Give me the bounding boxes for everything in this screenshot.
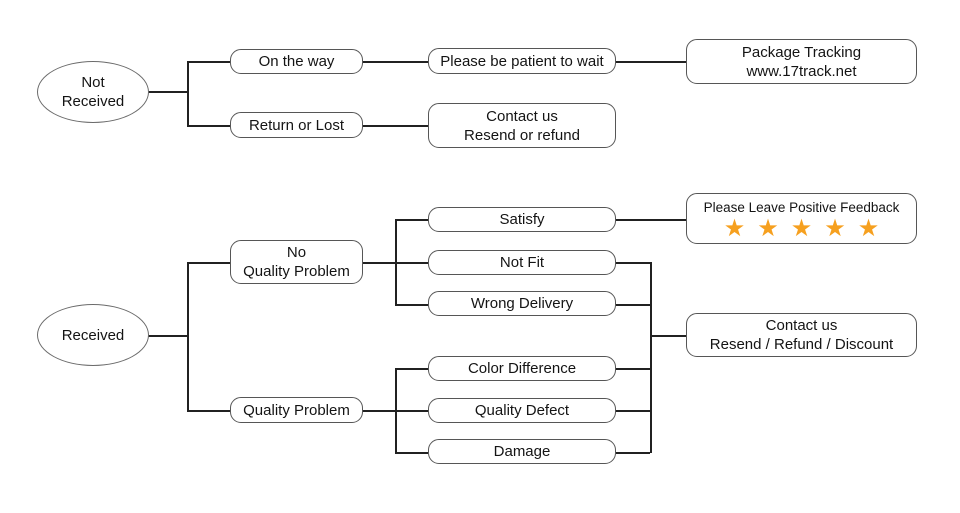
connector-line xyxy=(148,91,187,93)
node-label: On the way xyxy=(258,53,335,70)
node-label: Quality Problem xyxy=(243,401,350,419)
connector-line xyxy=(616,219,686,221)
node-wrong-delivery: Wrong Delivery xyxy=(428,291,616,316)
node-label: Contact us xyxy=(486,107,558,125)
node-no-quality-problem: No Quality Problem xyxy=(230,240,363,284)
node-label: Quality Defect xyxy=(474,402,570,419)
connector-line xyxy=(395,368,428,370)
node-label: Please be patient to wait xyxy=(440,52,604,70)
node-label: Contact us xyxy=(765,317,838,334)
star-icon: ★ xyxy=(857,214,880,242)
star-icon: ★ xyxy=(790,214,813,242)
node-label: Please Leave Positive Feedback xyxy=(703,199,900,215)
connector-line xyxy=(363,125,428,127)
connector-line xyxy=(395,219,428,221)
node-label: No xyxy=(286,244,307,261)
connector-line xyxy=(616,452,650,454)
connector-line xyxy=(616,410,650,412)
connector-line xyxy=(187,410,230,412)
node-label: Received xyxy=(61,93,125,110)
node-quality-problem: Quality Problem xyxy=(230,397,363,423)
node-label: Color Difference xyxy=(467,360,577,377)
connector-line xyxy=(187,262,189,411)
node-return-or-lost: Return or Lost xyxy=(230,112,363,138)
star-rating: ★ ★ ★ ★ ★ xyxy=(723,214,880,242)
connector-line xyxy=(650,335,686,337)
star-icon: ★ xyxy=(824,214,846,242)
node-label: Not xyxy=(81,74,105,91)
node-positive-feedback: Please Leave Positive Feedback ★ ★ ★ ★ ★ xyxy=(686,193,917,244)
node-satisfy: Satisfy xyxy=(428,207,616,232)
connector-line xyxy=(395,304,428,306)
star-icon: ★ xyxy=(723,214,746,242)
node-label: Not Fit xyxy=(499,254,545,271)
node-package-tracking: Package Tracking www.17track.net xyxy=(686,39,917,84)
node-contact-us-resend-refund: Contact us Resend or refund xyxy=(428,103,616,148)
node-damage: Damage xyxy=(428,439,616,464)
node-label: Quality Problem xyxy=(243,263,350,280)
node-received: Received xyxy=(37,304,149,366)
connector-line xyxy=(187,125,230,127)
connector-line xyxy=(187,61,230,63)
connector-line xyxy=(616,304,650,306)
node-color-difference: Color Difference xyxy=(428,356,616,381)
node-contact-us-discount: Contact us Resend / Refund / Discount xyxy=(686,313,917,357)
connector-line xyxy=(187,61,189,126)
star-icon: ★ xyxy=(757,214,779,242)
connector-line xyxy=(616,368,650,370)
node-label: Resend / Refund / Discount xyxy=(709,336,894,353)
node-label: Damage xyxy=(493,443,551,460)
node-label: Received xyxy=(61,326,125,344)
connector-line xyxy=(395,219,397,305)
node-not-received: Not Received xyxy=(37,61,149,123)
connector-line xyxy=(616,262,650,264)
connector-line xyxy=(650,262,652,453)
node-label: Package Tracking xyxy=(741,43,862,61)
node-on-the-way: On the way xyxy=(230,49,363,74)
node-quality-defect: Quality Defect xyxy=(428,398,616,423)
connector-line xyxy=(616,61,686,63)
connector-line xyxy=(395,368,397,453)
node-label: Wrong Delivery xyxy=(470,295,574,312)
node-please-be-patient: Please be patient to wait xyxy=(428,48,616,74)
node-not-fit: Not Fit xyxy=(428,250,616,275)
node-label: Satisfy xyxy=(499,211,545,228)
connector-line xyxy=(395,452,428,454)
connector-line xyxy=(187,262,230,264)
node-label: www.17track.net xyxy=(746,62,857,80)
connector-line xyxy=(148,335,187,337)
node-label: Return or Lost xyxy=(248,116,345,134)
node-label: Resend or refund xyxy=(464,126,580,144)
connector-line xyxy=(363,61,428,63)
